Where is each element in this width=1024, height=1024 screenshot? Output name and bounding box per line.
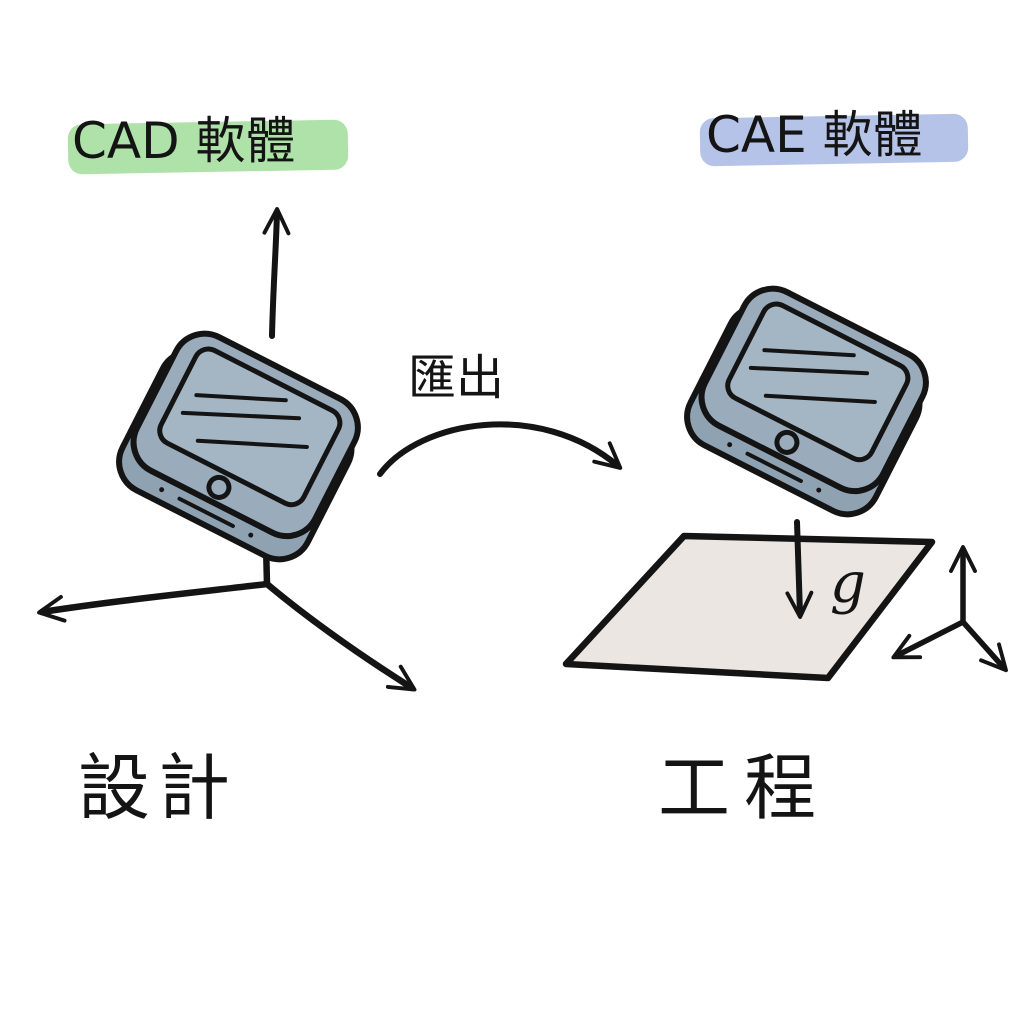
gravity-label: g: [830, 551, 866, 616]
arrow-to-cad: [262, 207, 291, 339]
cad-label: CAD 軟體: [67, 116, 349, 175]
left-phone-icon: [116, 330, 361, 563]
export-label: 匯出: [408, 350, 505, 406]
cae-label: CAE 軟體: [699, 110, 969, 167]
design-label: 設計: [78, 746, 239, 830]
right-axes-icon: [891, 545, 1008, 673]
plate-icon: [562, 532, 936, 682]
left-axes-icon: [37, 541, 417, 692]
cae-label-text: CAE 軟體: [706, 106, 923, 164]
gravity-arrow: [785, 519, 814, 619]
cad-label-text: CAD 軟體: [72, 112, 296, 170]
export-arrow: [377, 421, 623, 477]
right-phone-icon: [684, 285, 929, 518]
engineering-label: 工程: [658, 746, 831, 830]
